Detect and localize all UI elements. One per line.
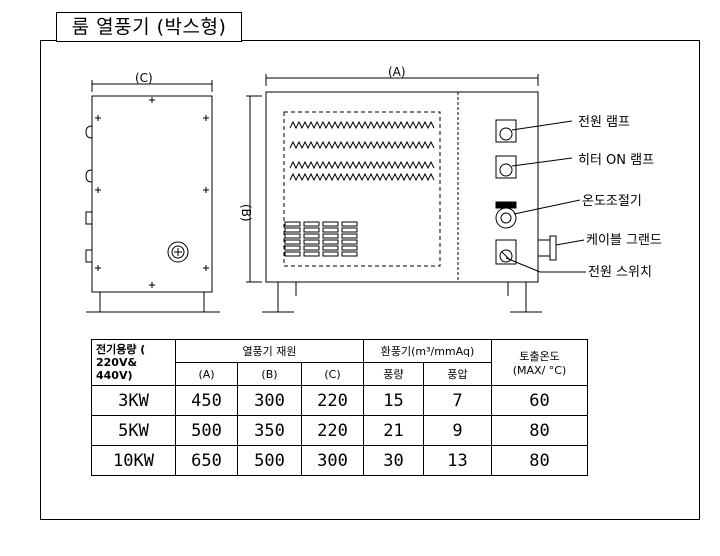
cell-temp: 60 xyxy=(491,385,588,416)
cell-flow: 30 xyxy=(363,445,424,476)
page-title: 룸 열풍기 (박스형) xyxy=(56,12,242,42)
cell-a: 500 xyxy=(175,415,238,446)
sub-pressure: 풍압 xyxy=(423,362,492,386)
cell-b: 500 xyxy=(237,445,302,476)
sub-c: (C) xyxy=(301,362,364,386)
spec-table: 전기용량 ( 220V& 440V) 열풍기 재원 환풍기(m³/mmAq) 토… xyxy=(91,339,588,476)
table-row: 3KW 450 300 220 15 7 60 xyxy=(91,385,588,416)
callout-heater-lamp: 히터 ON 램프 xyxy=(578,153,654,168)
table-row: 5KW 500 350 220 21 9 80 xyxy=(91,415,588,446)
cell-a: 450 xyxy=(175,385,238,416)
cell-c: 220 xyxy=(301,385,364,416)
cell-flow: 15 xyxy=(363,385,424,416)
sub-b: (B) xyxy=(237,362,302,386)
heater-coils xyxy=(289,120,435,182)
outlet-header: 토출온도 (MAX/ °C) xyxy=(491,339,588,386)
dim-b-label: (B) xyxy=(239,204,253,222)
cell-pressure: 7 xyxy=(423,385,492,416)
fan-header: 환풍기(m³/mmAq) xyxy=(363,339,492,363)
front-view xyxy=(246,74,586,313)
cell-capacity: 5KW xyxy=(91,415,176,446)
outlet-header-unit: (MAX/ °C) xyxy=(512,364,567,377)
callout-power-switch: 전원 스위치 xyxy=(588,265,652,280)
callout-power-lamp: 전원 램프 xyxy=(578,115,630,130)
outlet-header-title: 토출온도 xyxy=(519,350,560,363)
cell-capacity: 10KW xyxy=(91,445,176,476)
cell-c: 220 xyxy=(301,415,364,446)
cell-pressure: 13 xyxy=(423,445,492,476)
side-view xyxy=(85,80,220,313)
cell-pressure: 9 xyxy=(423,415,492,446)
capacity-header: 전기용량 ( 220V& 440V) xyxy=(91,339,176,386)
sub-flow: 풍량 xyxy=(363,362,424,386)
sub-a: (A) xyxy=(175,362,238,386)
cell-temp: 80 xyxy=(491,415,588,446)
table-row: 10KW 650 500 300 30 13 80 xyxy=(91,445,588,476)
callout-cable-gland: 케이블 그랜드 xyxy=(586,233,662,248)
dims-header: 열풍기 재원 xyxy=(175,339,364,363)
cell-b: 350 xyxy=(237,415,302,446)
cell-b: 300 xyxy=(237,385,302,416)
drawing-frame xyxy=(40,40,700,520)
dim-c-label: (C) xyxy=(135,71,153,85)
callout-thermostat: 온도조절기 xyxy=(582,194,642,209)
cell-c: 300 xyxy=(301,445,364,476)
cell-a: 650 xyxy=(175,445,238,476)
cell-flow: 21 xyxy=(363,415,424,446)
dim-a-label: (A) xyxy=(388,65,406,79)
cell-temp: 80 xyxy=(491,445,588,476)
cell-capacity: 3KW xyxy=(91,385,176,416)
